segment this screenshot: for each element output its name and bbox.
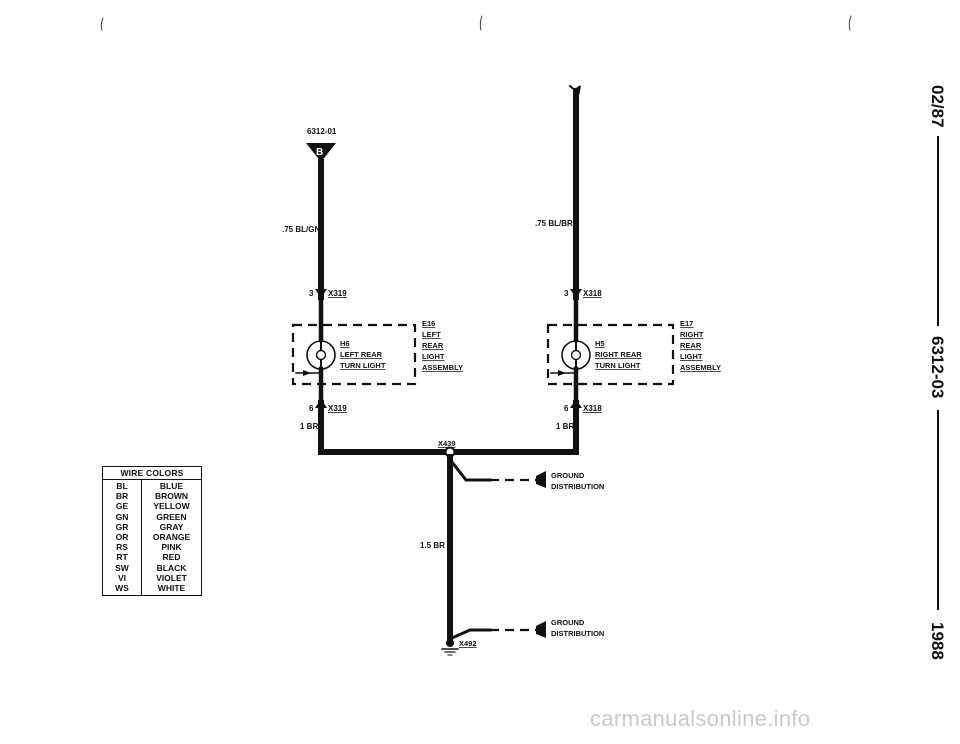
ground-dist-2-line1: GROUND: [551, 618, 585, 627]
left-assy-id: E16: [422, 319, 435, 328]
wire-color-code: RT: [116, 552, 128, 563]
wire-color-name: BROWN: [154, 491, 189, 502]
right-bulb-line2: TURN LIGHT: [595, 361, 641, 370]
ground-dist-2-arrow: [536, 621, 546, 638]
right-assembly-box: [546, 323, 675, 386]
ground-dist-2-line2: DISTRIBUTION: [551, 629, 604, 638]
wire-color-code: OR: [115, 531, 129, 542]
connector-top-label: 6312-01: [307, 127, 337, 136]
left-pin-out: 6: [309, 404, 314, 413]
left-wire-out-label: 1 BR: [300, 422, 318, 431]
left-assy-line4: ASSEMBLY: [422, 363, 463, 372]
wire-color-name: WHITE: [157, 582, 186, 593]
wire-color-code: GR: [115, 521, 129, 532]
wire-color-name: GREEN: [156, 511, 187, 522]
margin-date: 02/87: [928, 85, 947, 128]
right-assy-line4: ASSEMBLY: [680, 363, 721, 372]
left-wire-label: .75 BL/GN: [282, 225, 320, 234]
ground-dist-1-branch: [449, 459, 492, 482]
wire-color-code: VI: [117, 572, 127, 583]
left-bulb-line2: TURN LIGHT: [340, 361, 386, 370]
left-pin-in: 3: [309, 289, 314, 298]
left-assy-line3: LIGHT: [422, 352, 445, 361]
right-conn-in: X318: [583, 289, 602, 298]
wire-color-name: GRAY: [159, 521, 184, 532]
main-ground-wire-label: 1.5 BR: [420, 541, 445, 550]
right-bulb-id: H5: [595, 339, 605, 348]
wire-color-name: BLACK: [156, 562, 187, 573]
wire-color-code: RS: [116, 542, 128, 553]
right-wire-out-label: 1 BR: [556, 422, 574, 431]
connector-b-triangle: [306, 143, 336, 162]
splice-label: X439: [438, 439, 456, 448]
right-assy-line3: LIGHT: [680, 352, 703, 361]
wire-color-name: YELLOW: [153, 501, 190, 512]
right-wire-top-break: [568, 84, 581, 98]
ground-point-dot: [446, 639, 454, 647]
wire-color-code: GE: [115, 501, 129, 512]
left-assembly-box: [291, 323, 417, 386]
ground-dist-1-line2: DISTRIBUTION: [551, 482, 604, 491]
watermark: carmanualsonline.info: [590, 706, 811, 731]
wire-color-name: VIOLET: [156, 572, 187, 583]
right-pin-in: 3: [564, 289, 569, 298]
left-conn-in: X319: [328, 289, 347, 298]
margin-year: 1988: [928, 622, 947, 660]
wire-color-name: PINK: [161, 542, 182, 553]
wire-colors-table: WIRE COLORS BL BR GE GN GR OR RS RT SW V…: [102, 466, 202, 597]
margin-rule-1: [937, 136, 939, 326]
right-assy-line1: RIGHT: [680, 330, 704, 339]
margin-page-number: 6312-03: [928, 336, 947, 399]
wire-colors-header: WIRE COLORS: [103, 467, 201, 480]
connector-letter: B: [316, 147, 323, 158]
right-conn-in-arrow: [570, 289, 582, 298]
wire-color-code: BR: [115, 491, 129, 502]
right-conn-out: X318: [583, 404, 602, 413]
ground-dist-2-branch: [450, 628, 492, 640]
wire-color-code: SW: [115, 562, 129, 573]
left-bulb-id: H6: [340, 339, 350, 348]
wire-color-codes: BL BR GE GN GR OR RS RT SW VI WS: [103, 480, 142, 596]
right-bulb-line1: RIGHT REAR: [595, 350, 642, 359]
left-bulb-filament: [315, 349, 327, 361]
wire-color-code: GN: [115, 511, 129, 522]
left-conn-out: X319: [328, 404, 347, 413]
scan-mark: [848, 15, 852, 31]
right-pin-out: 6: [564, 404, 569, 413]
left-conn-in-arrow: [315, 289, 327, 298]
wire-color-code: WS: [115, 582, 129, 593]
left-assy-line2: REAR: [422, 341, 444, 350]
right-assy-line2: REAR: [680, 341, 702, 350]
wire-color-code: BL: [116, 481, 128, 491]
left-assy-line1: LEFT: [422, 330, 441, 339]
right-ground-wire: [447, 400, 579, 455]
left-ground-wire: [318, 400, 453, 455]
right-bulb-filament: [570, 349, 582, 361]
ground-point-label: X492: [459, 639, 477, 648]
left-bulb-line1: LEFT REAR: [340, 350, 383, 359]
wire-color-names: BLUE BROWN YELLOW GREEN GRAY ORANGE PINK…: [142, 480, 201, 595]
wire-color-name: ORANGE: [152, 531, 191, 542]
wire-color-name: BLUE: [159, 481, 184, 491]
wire-color-name: RED: [162, 552, 181, 563]
scan-mark: [479, 15, 483, 31]
right-wire-label: .75 BL/BR: [535, 219, 573, 228]
ground-dist-1-line1: GROUND: [551, 471, 585, 480]
right-assy-id: E17: [680, 319, 693, 328]
ground-dist-1-arrow: [536, 471, 546, 488]
margin-rule-2: [937, 410, 939, 610]
scan-mark: [100, 17, 104, 31]
